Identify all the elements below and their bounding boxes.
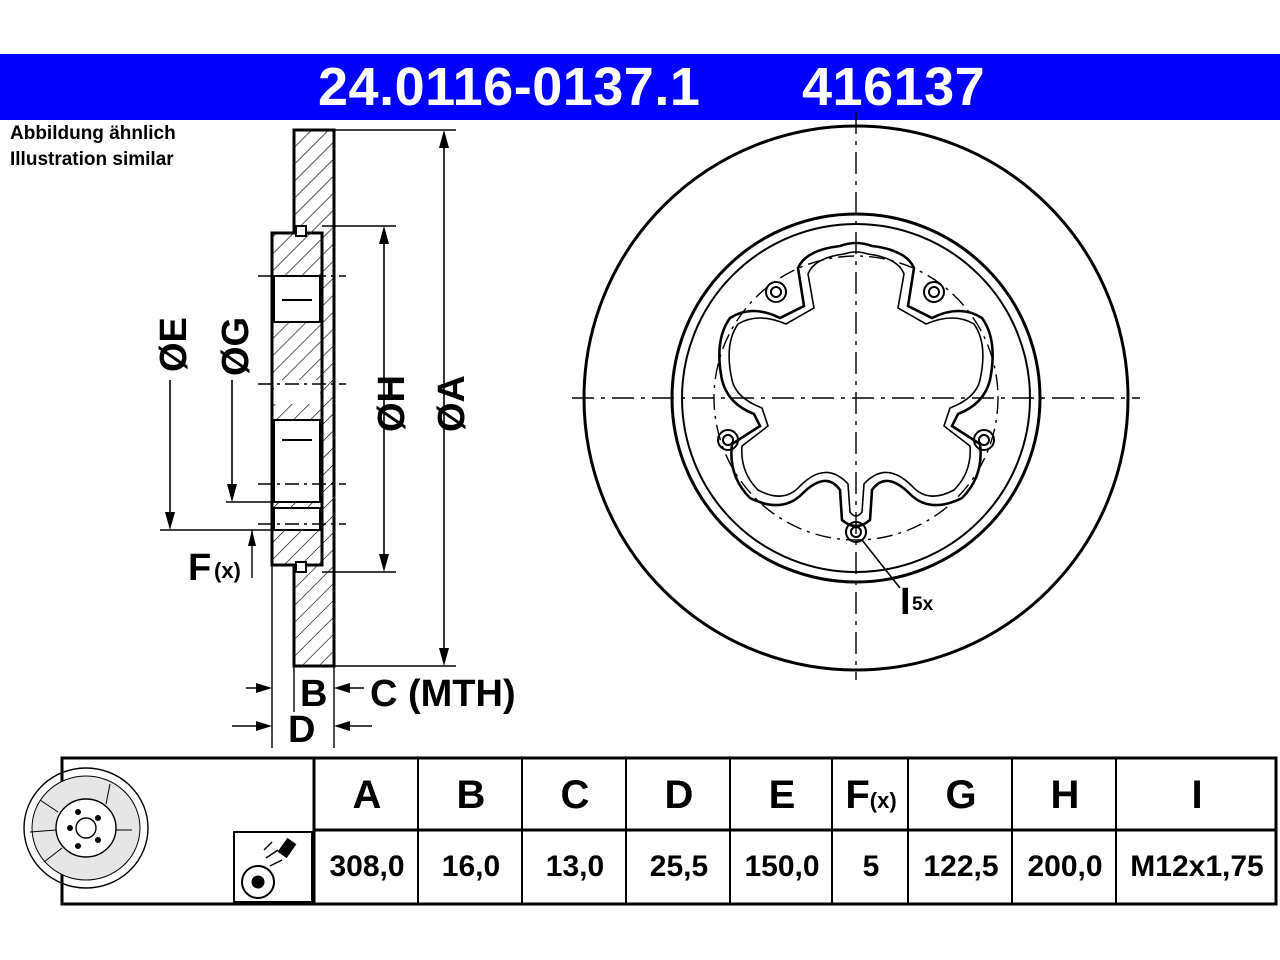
label-dia-H: ØH: [371, 375, 413, 432]
col-value-D: 25,5: [649, 850, 709, 883]
col-value-F: 5: [862, 850, 880, 883]
col-header-F: F(x): [834, 760, 908, 830]
label-thread-count: 5x: [912, 594, 934, 615]
col-header-F-sub: (x): [869, 788, 897, 813]
label-dia-E: ØE: [153, 317, 195, 372]
label-thickness-B: B: [300, 673, 327, 715]
col-value-H: 200,0: [1027, 850, 1103, 883]
reference-number: 416137: [802, 57, 986, 117]
brake-disc-icon: [23, 767, 149, 889]
caption-english: Illustration similar: [10, 149, 174, 170]
label-dia-A: ØA: [431, 375, 473, 432]
label-offset-F-sub: (x): [214, 558, 241, 583]
label-height-D: D: [288, 709, 315, 751]
col-header-F-letter: F: [845, 773, 870, 817]
label-min-thickness-C: C (MTH): [370, 673, 516, 715]
part-number: 24.0116-0137.1: [318, 57, 701, 117]
col-value-C: 13,0: [545, 850, 605, 883]
col-header-C: C: [560, 773, 590, 817]
spray-can-icon: [233, 831, 313, 903]
bolt-holes: [717, 281, 995, 543]
col-header-B: B: [456, 773, 486, 817]
col-header-I: I: [1191, 773, 1203, 817]
label-dia-G: ØG: [215, 317, 257, 376]
col-header-G: G: [945, 773, 977, 817]
front-view: I 5x: [572, 112, 1140, 680]
col-header-H: H: [1050, 773, 1080, 817]
caption-german: Abbildung ähnlich: [10, 123, 176, 144]
col-value-E: 150,0: [744, 850, 820, 883]
col-header-D: D: [664, 773, 694, 817]
col-header-E: E: [768, 773, 796, 817]
col-value-G: 122,5: [923, 850, 999, 883]
col-value-B: 16,0: [441, 850, 501, 883]
col-value-A: 308,0: [329, 850, 405, 883]
label-thread-I: I: [900, 581, 911, 623]
hub-star-contour: [718, 241, 994, 528]
col-header-A: A: [352, 773, 382, 817]
header-bar: [0, 54, 1280, 120]
col-value-I: M12x1,75: [1130, 850, 1264, 883]
label-offset-F: F: [188, 547, 211, 589]
cross-section-view: ØE ØG ØH ØA F (x) B C (MTH) D: [153, 128, 516, 751]
